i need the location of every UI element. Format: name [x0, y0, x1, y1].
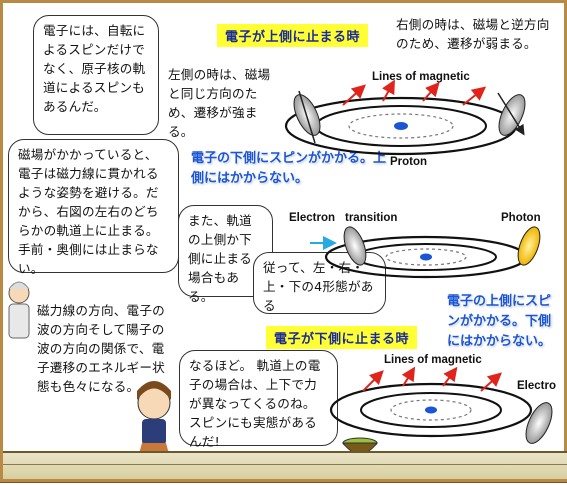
note-spin-lower: 電子の下側にスピンがかかる。上側にはかからない。 [191, 151, 387, 186]
field-arrow-3d [480, 372, 502, 392]
label-electron: Electron [289, 212, 336, 224]
orbit-inner-1 [348, 113, 454, 139]
professor-coat [8, 303, 30, 339]
text-right-side: 右側の時は、磁場と逆方向のため、遷移が弱まる。 [396, 17, 550, 51]
title-upper-stop: 電子が上側に止まる時 [217, 24, 369, 47]
orbit-outer-3 [329, 382, 533, 438]
nucleus-3 [425, 406, 437, 414]
label-lines-of-magnetic-2: Lines of magnetic [384, 354, 482, 366]
field-arrow-3b [401, 366, 416, 387]
title-lower-stop: 電子が下側に止まる時 [266, 326, 418, 349]
field-arrow-3c [442, 366, 458, 387]
nucleus-1 [394, 122, 408, 130]
photon-2 [517, 226, 541, 266]
bubble-magnetic-field: 磁場がかかっていると、電子は磁力線に貫かれるような姿勢を避ける。だから、右図の左… [8, 139, 179, 276]
floor-line [3, 464, 567, 465]
professor-hair [8, 281, 30, 290]
orbit-mid-3 [360, 392, 502, 428]
note-spin-upper: 電子の上側にスピンがかかる。下側にはかからない。 [447, 294, 552, 349]
label-proton: Proton [390, 156, 428, 168]
girl-hair [137, 381, 171, 400]
atom-diagram-lower [329, 366, 553, 444]
field-arrow-1d [462, 86, 487, 106]
orbit-inner-2 [385, 248, 467, 266]
text-left-side: 左側の時は、磁場と同じ方向のため、遷移が強まる。 [168, 67, 271, 139]
nucleus-2 [420, 253, 432, 261]
atom-diagram-upper [284, 79, 526, 156]
bubble-upper-lower: また、軌道の上側か下側に止まる場合もある。 [178, 205, 273, 304]
electron-left-2 [343, 226, 367, 266]
electron-right-3 [525, 402, 553, 444]
label-transition: transition [345, 212, 398, 224]
spin-axis-left-1 [298, 90, 316, 144]
girl-jacket [142, 419, 166, 445]
field-arrow-3a [362, 370, 384, 392]
diagram-layer [8, 79, 553, 473]
professor-illustration [8, 281, 30, 339]
orbit-inner-3 [390, 399, 472, 421]
field-arrow-1c [422, 81, 440, 102]
label-photon: Photon [501, 212, 541, 224]
text-field-direction: 磁力線の方向、電子の波の方向そして陽子の波の方向の関係で、電子遷移のエネルギー状… [37, 303, 165, 394]
field-arrow-1a [342, 84, 366, 106]
bubble-girl-reply: なるほど。 軌道上の電子の場合は、上下で力が異なってくるのね。スピンにも実態があ… [179, 350, 338, 449]
label-electro: Electro [517, 380, 556, 392]
label-lines-of-magnetic-1: Lines of magnetic [372, 71, 470, 83]
field-arrow-1b [382, 79, 395, 102]
floor [3, 451, 567, 479]
atom-diagram-transition [310, 226, 541, 279]
bubble-nuclear-spin: 電子には、自転によるスピンだけでなく、原子核の軌道によるスピンもあるんだ。 [33, 15, 159, 135]
spin-axis-right-1 [497, 92, 525, 136]
